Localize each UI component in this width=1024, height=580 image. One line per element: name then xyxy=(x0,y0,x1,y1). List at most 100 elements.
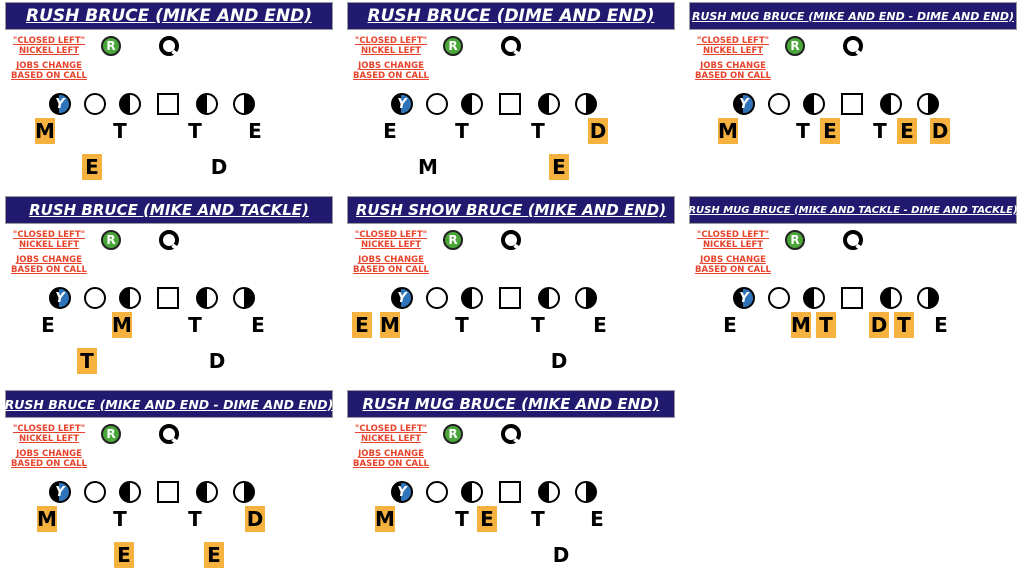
note-line: "CLOSED LEFT" xyxy=(12,230,86,240)
defender-m-rusher: M xyxy=(380,312,400,338)
defender-e-rusher: E xyxy=(352,312,372,338)
note-line: BASED ON CALL xyxy=(11,459,87,469)
lineman-circle-icon xyxy=(426,93,448,115)
defender-e-rusher: E xyxy=(897,118,917,144)
defender-m-rusher: M xyxy=(35,118,55,144)
running-back-icon: R xyxy=(443,230,463,250)
center-square-icon xyxy=(157,93,179,115)
lineman-circle-icon xyxy=(84,287,106,309)
quarterback-icon xyxy=(159,424,179,444)
lineman-circle-icon xyxy=(768,93,790,115)
note-line: JOBS CHANGE xyxy=(358,61,424,71)
quarterback-icon xyxy=(159,230,179,250)
running-back-icon: R xyxy=(101,424,121,444)
note-line: "CLOSED LEFT" xyxy=(696,36,770,46)
defender-t: T xyxy=(455,313,469,337)
formation-note: "CLOSED LEFT"NICKEL LEFT xyxy=(350,424,432,444)
note-line: NICKEL LEFT xyxy=(360,434,422,444)
note-line: JOBS CHANGE xyxy=(700,61,766,71)
play-title: RUSH SHOW BRUCE (MIKE AND END) xyxy=(347,196,675,224)
defender-t-rusher: T xyxy=(816,312,836,338)
defender-e-rusher: E xyxy=(549,154,569,180)
lineman-circle-icon xyxy=(84,481,106,503)
running-back-icon: R xyxy=(785,230,805,250)
note-line: NICKEL LEFT xyxy=(360,240,422,250)
defender-e: E xyxy=(593,313,607,337)
formation-note: "CLOSED LEFT"NICKEL LEFT xyxy=(8,36,90,56)
half-filled-circle-icon xyxy=(575,287,597,309)
half-filled-circle-icon xyxy=(803,93,825,115)
formation-note: "CLOSED LEFT"NICKEL LEFT xyxy=(8,230,90,250)
play-title: RUSH BRUCE (DIME AND END) xyxy=(347,2,675,30)
note-line: JOBS CHANGE xyxy=(358,449,424,459)
half-filled-circle-icon xyxy=(917,93,939,115)
note-line: NICKEL LEFT xyxy=(702,240,764,250)
formation-note: "CLOSED LEFT"NICKEL LEFT xyxy=(8,424,90,444)
note-line: JOBS CHANGE xyxy=(16,449,82,459)
note-line: "CLOSED LEFT" xyxy=(12,36,86,46)
play-title: RUSH BRUCE (MIKE AND END) xyxy=(5,2,333,30)
play-title: RUSH BRUCE (MIKE AND TACKLE) xyxy=(5,196,333,224)
half-filled-circle-icon xyxy=(461,93,483,115)
note-line: BASED ON CALL xyxy=(695,265,771,275)
defender-e: E xyxy=(251,313,265,337)
defender-e: E xyxy=(41,313,55,337)
note-line: BASED ON CALL xyxy=(353,71,429,81)
lineman-circle-icon xyxy=(84,93,106,115)
defender-d-rusher: D xyxy=(245,506,265,532)
note-line: BASED ON CALL xyxy=(353,459,429,469)
play-title: RUSH MUG BRUCE (MIKE AND TACKLE - DIME A… xyxy=(688,196,1018,224)
defender-m: M xyxy=(418,155,438,179)
half-filled-circle-icon xyxy=(233,287,255,309)
y-receiver-icon: Y xyxy=(391,287,413,309)
play-panel: RUSH BRUCE (MIKE AND END) "CLOSED LEFT"N… xyxy=(0,0,333,192)
center-square-icon xyxy=(157,287,179,309)
half-filled-circle-icon xyxy=(538,481,560,503)
half-filled-circle-icon xyxy=(575,93,597,115)
play-panel: RUSH BRUCE (MIKE AND END - DIME AND END)… xyxy=(0,388,333,580)
quarterback-icon xyxy=(843,36,863,56)
half-filled-circle-icon xyxy=(917,287,939,309)
note-line: NICKEL LEFT xyxy=(702,46,764,56)
defender-m-rusher: M xyxy=(718,118,738,144)
note-line: NICKEL LEFT xyxy=(18,46,80,56)
defender-d-rusher: D xyxy=(930,118,950,144)
play-panel: RUSH MUG BRUCE (MIKE AND END - DIME AND … xyxy=(684,0,1017,192)
note-line: JOBS CHANGE xyxy=(700,255,766,265)
half-filled-circle-icon xyxy=(196,93,218,115)
quarterback-icon xyxy=(501,36,521,56)
play-panel: RUSH BRUCE (MIKE AND TACKLE) "CLOSED LEF… xyxy=(0,194,333,386)
running-back-icon: R xyxy=(101,230,121,250)
note-line: JOBS CHANGE xyxy=(358,255,424,265)
half-filled-circle-icon xyxy=(233,93,255,115)
play-panel: RUSH MUG BRUCE (MIKE AND TACKLE - DIME A… xyxy=(684,194,1018,386)
note-line: NICKEL LEFT xyxy=(18,434,80,444)
half-filled-circle-icon xyxy=(538,287,560,309)
defender-t: T xyxy=(113,507,127,531)
half-filled-circle-icon xyxy=(119,481,141,503)
defender-e: E xyxy=(934,313,948,337)
quarterback-icon xyxy=(843,230,863,250)
note-line: BASED ON CALL xyxy=(353,265,429,275)
defender-t-rusher: T xyxy=(894,312,914,338)
running-back-icon: R xyxy=(443,424,463,444)
half-filled-circle-icon xyxy=(196,481,218,503)
play-panel: RUSH SHOW BRUCE (MIKE AND END) "CLOSED L… xyxy=(342,194,675,386)
center-square-icon xyxy=(157,481,179,503)
half-filled-circle-icon xyxy=(880,93,902,115)
quarterback-icon xyxy=(159,36,179,56)
defender-m-rusher: M xyxy=(37,506,57,532)
half-filled-circle-icon xyxy=(575,481,597,503)
defender-e-rusher: E xyxy=(820,118,840,144)
defender-t: T xyxy=(873,119,887,143)
defender-t: T xyxy=(188,507,202,531)
quarterback-icon xyxy=(501,230,521,250)
defender-d: D xyxy=(552,543,570,567)
